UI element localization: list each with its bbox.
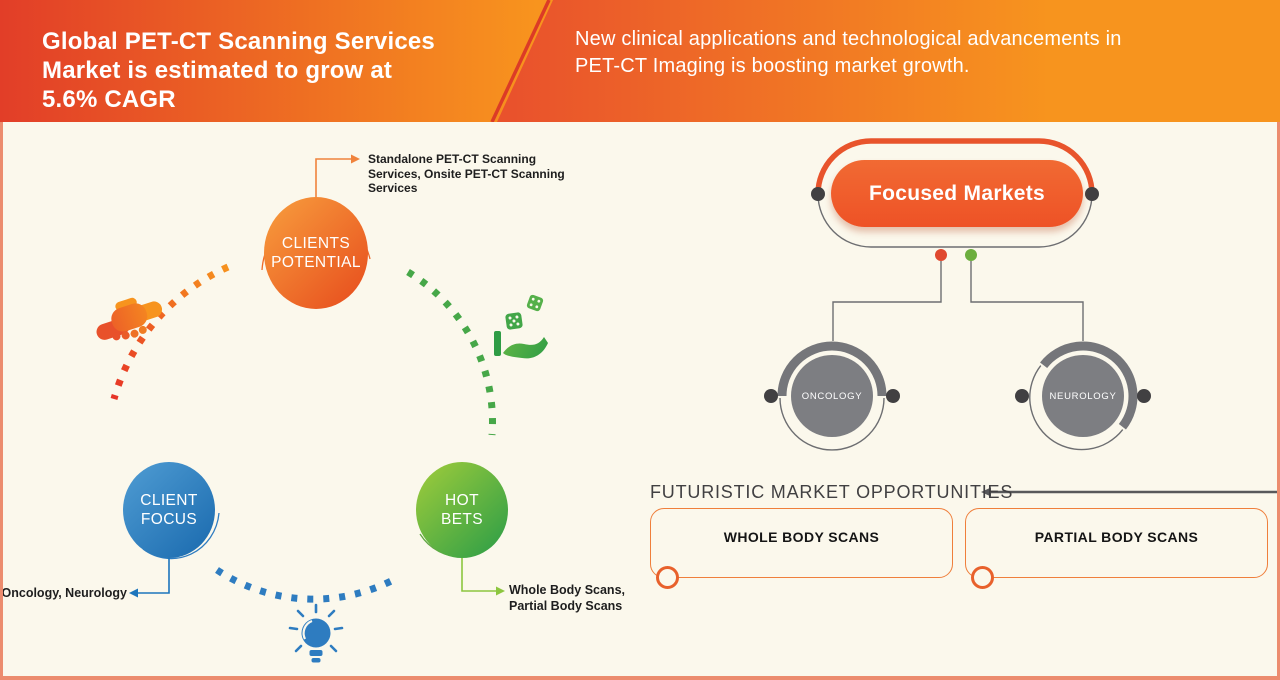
subtitle-line: PET-CT Imaging is boosting market growth… bbox=[575, 55, 970, 77]
pill-right-dot bbox=[1085, 187, 1099, 201]
header-diagonal-divider bbox=[490, 0, 551, 122]
client-focus-circle bbox=[123, 462, 215, 558]
neurology-connector bbox=[970, 261, 1084, 341]
oncology-connector bbox=[832, 261, 942, 341]
lightbulb-icon bbox=[288, 603, 344, 663]
pill-outline-bottom-arc bbox=[817, 193, 1093, 248]
box-corner-ring-icon bbox=[971, 566, 994, 589]
whole-body-scans-box: WHOLE BODY SCANS bbox=[650, 508, 953, 578]
header-banner bbox=[0, 0, 1280, 122]
focused-markets-pill: Focused Markets bbox=[831, 160, 1083, 227]
page-title: Global PET-CT Scanning Services Market i… bbox=[42, 27, 435, 114]
dotted-arc-blue bbox=[215, 567, 399, 603]
label-line: FOCUS bbox=[140, 511, 198, 528]
title-line: Market is estimated to grow at bbox=[42, 57, 393, 84]
annotation-line: Services bbox=[368, 181, 418, 195]
clients-potential-connector bbox=[315, 158, 351, 197]
header-left-panel bbox=[0, 0, 553, 122]
annotation-line: Partial Body Scans bbox=[509, 598, 623, 613]
handshake-icon bbox=[96, 297, 163, 341]
branch-dot-red bbox=[935, 249, 947, 261]
annotation-line: Standalone PET-CT Scanning bbox=[368, 152, 537, 166]
label-line: CLIENT bbox=[140, 492, 198, 509]
pill-outline-top-arc bbox=[815, 138, 1095, 195]
dotted-arc-green bbox=[406, 269, 496, 436]
futuristic-opportunities-heading: FUTURISTIC MARKET OPPORTUNITIES bbox=[650, 482, 1014, 502]
hot-bets-connector bbox=[461, 558, 496, 592]
pill-left-dot bbox=[811, 187, 825, 201]
annotation-line: Whole Body Scans, bbox=[509, 583, 625, 597]
box-corner-ring-icon bbox=[656, 566, 679, 589]
clients-potential-circle bbox=[264, 197, 368, 309]
hand-dice-icon bbox=[494, 294, 548, 359]
neurology-label: NEUROLOGY bbox=[1049, 391, 1117, 402]
arrow-left-icon bbox=[981, 487, 991, 497]
page-border-bottom bbox=[0, 676, 1280, 680]
arrow-right-icon bbox=[351, 154, 360, 164]
title-line: Global PET-CT Scanning Services bbox=[42, 28, 435, 55]
clients-potential-annotation: Standalone PET-CT Scanning Services, Ons… bbox=[368, 152, 568, 196]
label-line: CLIENTS bbox=[281, 235, 351, 252]
neurology-node bbox=[1015, 341, 1151, 451]
client-focus-annotation: Oncology, Neurology bbox=[1, 586, 127, 600]
opportunity-label: PARTIAL BODY SCANS bbox=[1034, 529, 1199, 545]
client-focus-label: CLIENT FOCUS bbox=[94, 491, 244, 529]
subtitle-line: New clinical applications and technologi… bbox=[575, 28, 1122, 50]
opportunity-label: WHOLE BODY SCANS bbox=[723, 529, 880, 545]
oncology-label: ONCOLOGY bbox=[801, 391, 863, 402]
hot-bets-label: HOT BETS bbox=[387, 491, 537, 529]
oncology-node bbox=[764, 341, 900, 451]
label-line: POTENTIAL bbox=[271, 254, 361, 271]
page-subtitle: New clinical applications and technologi… bbox=[575, 26, 1122, 80]
arrow-left-icon bbox=[129, 588, 138, 598]
hot-bets-circle bbox=[416, 462, 508, 558]
hot-bets-annotation: Whole Body Scans, Partial Body Scans bbox=[509, 583, 625, 614]
title-line: 5.6% CAGR bbox=[42, 86, 176, 113]
partial-body-scans-box: PARTIAL BODY SCANS bbox=[965, 508, 1268, 578]
label-line: BETS bbox=[440, 511, 484, 528]
annotation-line: Services, Onsite PET-CT Scanning bbox=[368, 166, 565, 181]
label-line: HOT bbox=[445, 492, 479, 509]
clients-potential-label: CLIENTS POTENTIAL bbox=[241, 234, 391, 272]
branch-dot-green bbox=[965, 249, 977, 261]
client-focus-connector bbox=[138, 558, 170, 594]
arrow-right-icon bbox=[496, 586, 505, 596]
page-border-left bbox=[0, 122, 3, 680]
page-border-right bbox=[1277, 122, 1280, 680]
